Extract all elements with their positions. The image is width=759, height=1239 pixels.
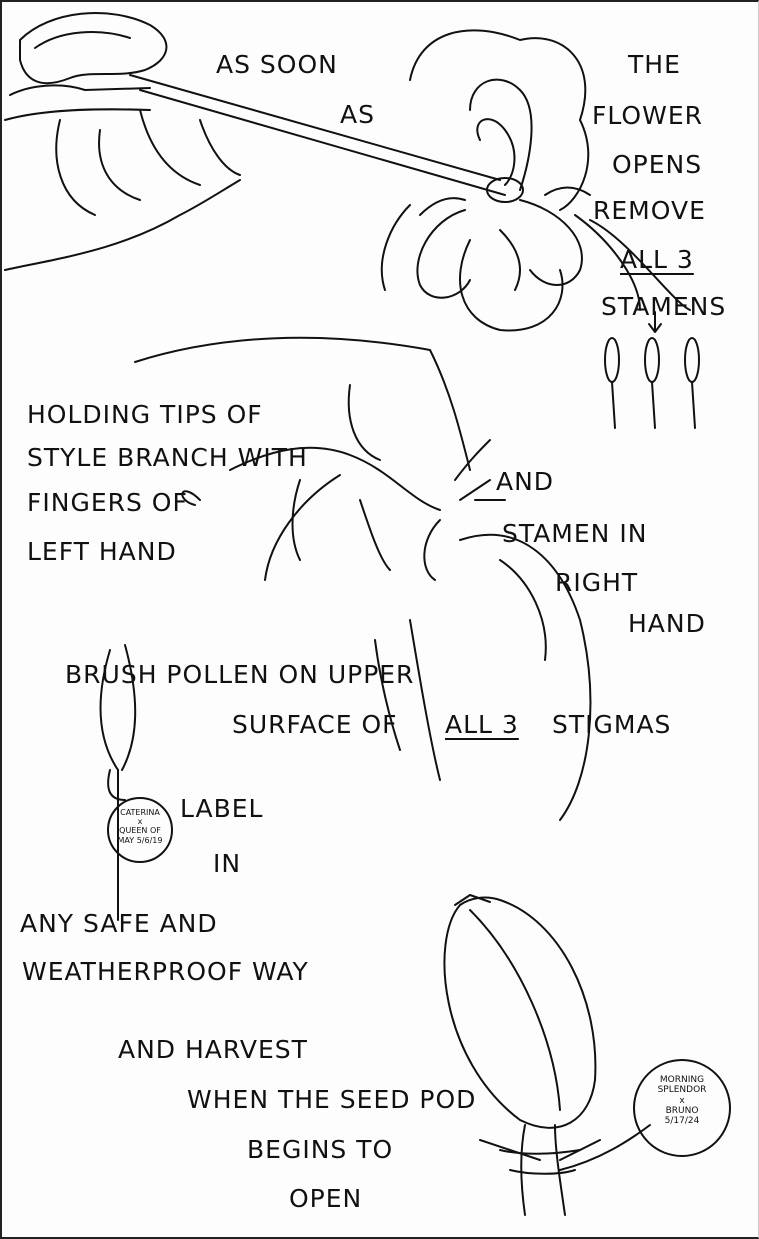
step1-right-line-2: FLOWER xyxy=(592,103,703,128)
step1-line2: AS xyxy=(340,102,375,127)
step1-right-line-3: OPENS xyxy=(612,152,702,177)
step1-stamens: STAMENS xyxy=(601,294,726,319)
large-tag-line-4: BRUNO xyxy=(644,1106,720,1116)
step2-left-line-2: STYLE BRANCH WITH xyxy=(27,445,308,470)
step4-line4: WEATHERPROOF WAY xyxy=(22,959,309,984)
small-tag-line-2: x xyxy=(112,817,168,826)
large-tag-line-1: MORNING xyxy=(644,1075,720,1085)
step4-label: LABEL xyxy=(180,796,263,821)
step1-right-line-4: REMOVE xyxy=(593,198,706,223)
step3-line2-stigmas: STIGMAS xyxy=(552,712,671,737)
large-tag-line-5: 5/17/24 xyxy=(644,1116,720,1126)
small-tag-text: CATERINA x QUEEN OF MAY 5/6/19 xyxy=(112,808,168,845)
step4-in: IN xyxy=(213,851,241,876)
step2-and: AND xyxy=(496,469,554,494)
step1-right-line-1: THE xyxy=(628,52,681,77)
step3-line2-underlined: ALL 3 xyxy=(445,712,519,737)
step2-left-line-4: LEFT HAND xyxy=(27,539,177,564)
small-tag-line-3: QUEEN OF xyxy=(112,826,168,835)
small-tag-line-4: MAY 5/6/19 xyxy=(112,836,168,845)
step2-hand: HAND xyxy=(628,611,706,636)
step1-line1: AS SOON xyxy=(216,52,338,77)
step4-line3: ANY SAFE AND xyxy=(20,911,218,936)
step5-line-2: WHEN THE SEED POD xyxy=(187,1087,476,1112)
large-tag-text: MORNING SPLENDOR x BRUNO 5/17/24 xyxy=(644,1075,720,1127)
step2-right: RIGHT xyxy=(555,570,638,595)
step2-left-line-3: FINGERS OF xyxy=(27,490,188,515)
seed-pod-with-tag-drawing xyxy=(444,895,730,1215)
three-stamens-drawing xyxy=(605,312,699,428)
large-tag-line-3: x xyxy=(644,1096,720,1106)
large-tag-line-2: SPLENDOR xyxy=(644,1085,720,1095)
step2-stamen-in: STAMEN IN xyxy=(502,521,647,546)
step2-left-line-1: HOLDING TIPS OF xyxy=(27,402,263,427)
step1-underlined-all-3: ALL 3 xyxy=(620,247,694,272)
step3-line1: BRUSH POLLEN ON UPPER xyxy=(65,662,414,687)
step5-line-1: AND HARVEST xyxy=(118,1037,308,1062)
step5-line-4: OPEN xyxy=(289,1186,362,1211)
step3-line2-prefix: SURFACE OF xyxy=(232,712,398,737)
small-tag-line-1: CATERINA xyxy=(112,808,168,817)
step5-line-3: BEGINS TO xyxy=(247,1137,393,1162)
